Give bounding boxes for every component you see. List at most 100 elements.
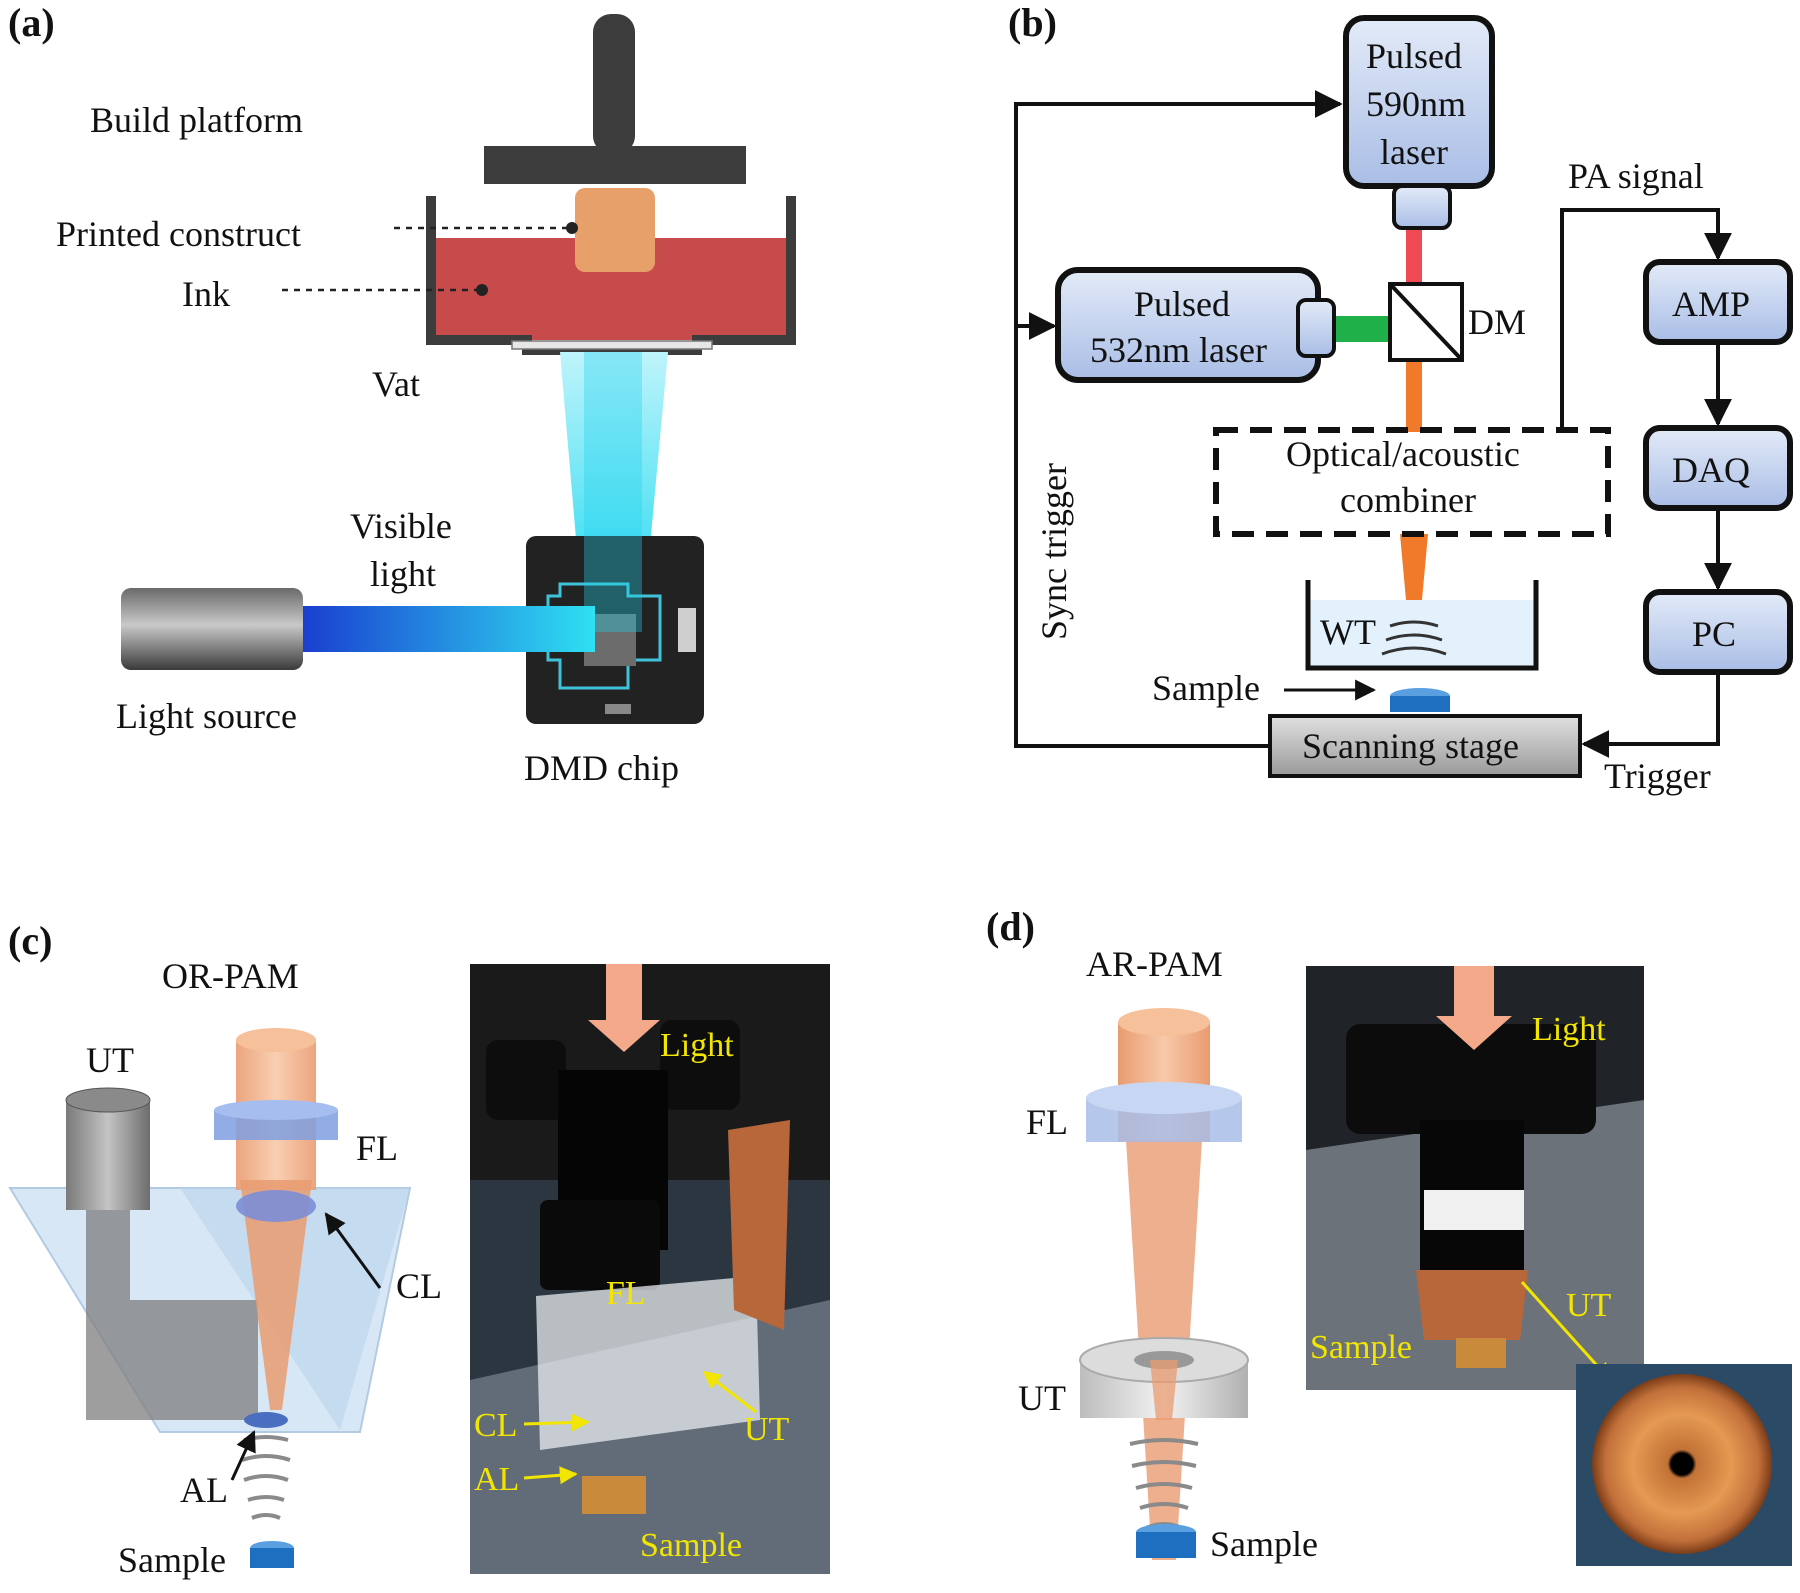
laser-532-line2: 532nm laser (1090, 330, 1267, 370)
laser-590-nozzle (1392, 184, 1452, 230)
light-source-body (121, 588, 303, 670)
laser-590-line1: Pulsed (1366, 36, 1462, 76)
ut-transducer-c (66, 1100, 150, 1210)
dichroic-diagonal (1388, 282, 1464, 362)
panel-label-a: (a) (8, 0, 55, 45)
photo-c-label-al: AL (474, 1461, 519, 1498)
label-daq: DAQ (1672, 450, 1750, 490)
photo-c-label-cl: CL (474, 1407, 517, 1444)
light-cone-c (240, 1180, 312, 1410)
photo-c-arrow-cl (523, 1413, 590, 1432)
photo-d-label-sample: Sample (1310, 1329, 1412, 1366)
vat-window (511, 340, 713, 350)
photo-d-sample (1456, 1338, 1506, 1368)
label-dm: DM (1468, 302, 1526, 342)
al-lens-c (244, 1412, 288, 1428)
label-scanning-stage: Scanning stage (1302, 726, 1519, 766)
visible-light-beam (303, 606, 595, 652)
build-platform-shaft (593, 14, 635, 154)
acoustic-path (86, 1210, 258, 1420)
photo-c-mount-right (660, 1020, 740, 1110)
photo-c-copper (728, 1120, 790, 1330)
combiner-line1: Optical/acoustic (1286, 434, 1520, 474)
label-pc: PC (1692, 614, 1736, 654)
printed-construct (575, 188, 655, 272)
photo-c-sample (582, 1476, 646, 1514)
photo-d-light-arrow-head (1436, 1016, 1512, 1050)
photo-c-holder (536, 1276, 760, 1450)
label-fl-d: FL (1026, 1102, 1068, 1142)
label-trigger: Trigger (1604, 756, 1711, 796)
photo-c-label-ut: UT (744, 1411, 790, 1448)
photo-d-label-light: Light (1532, 1011, 1606, 1048)
label-amp: AMP (1672, 284, 1750, 324)
photo-ut-inset (1576, 1364, 1792, 1566)
label-vat: Vat (372, 364, 420, 404)
build-platform-plate (484, 146, 746, 184)
laser-532-nozzle (1296, 298, 1336, 358)
beam-combined-orange (1406, 360, 1422, 432)
label-visible-2: light (370, 554, 436, 594)
fl-lens-top-d (1086, 1082, 1242, 1114)
label-printed-construct: Printed construct (56, 214, 301, 254)
light-beam-top-d (1118, 1008, 1210, 1036)
construct-leader-dot (566, 222, 578, 234)
label-sync-trigger: Sync trigger (1034, 463, 1074, 640)
label-al-c: AL (180, 1470, 228, 1510)
label-dmd-chip: DMD chip (524, 748, 679, 788)
dmd-connector (678, 608, 696, 652)
sample-c (250, 1548, 294, 1568)
photo-c-light-arrow-head (588, 1020, 660, 1052)
cl-lens-c (236, 1190, 316, 1222)
laser-590-line3: laser (1380, 132, 1448, 172)
photo-d-copper (1416, 1270, 1528, 1340)
water-tank (1305, 580, 1539, 671)
acoustic-waves-b (1381, 620, 1447, 656)
dmd-pins (605, 704, 631, 714)
label-ar-pam: AR-PAM (1086, 944, 1223, 984)
photo-d-label-ut: UT (1566, 1287, 1612, 1324)
dmd-trace (546, 582, 662, 690)
photo-c-label-sample: Sample (640, 1527, 742, 1564)
photo-c-mount-left (486, 1040, 566, 1120)
acoustic-waves-d (1129, 1438, 1199, 1530)
beam-532-green (1334, 316, 1390, 342)
label-light-source: Light source (116, 696, 297, 736)
vat-walls (426, 196, 796, 355)
panel-b: (b) Pulsed 590nm laser Pulsed 532nm lase… (1008, 0, 1793, 796)
label-cl-c: CL (396, 1266, 442, 1306)
photo-ar-pam: Light UT Sample (1306, 966, 1644, 1390)
photo-c-fl-barrel (540, 1200, 660, 1290)
photo-c-label-light: Light (660, 1027, 734, 1064)
label-fl-c: FL (356, 1128, 398, 1168)
label-sample-b: Sample (1152, 668, 1260, 708)
photo-c-light-arrow-shaft (606, 964, 642, 1022)
label-ink: Ink (182, 274, 230, 314)
beam-through-ring (1150, 1360, 1178, 1420)
panel-label-c: (c) (8, 918, 52, 963)
signal-lines (1014, 90, 1732, 758)
photo-d-light-arrow-shaft (1454, 966, 1494, 1018)
beam-590-red (1406, 228, 1422, 284)
light-beam-top-c (236, 1028, 316, 1052)
panel-a: (a) Build platform Printed construct Ink… (8, 0, 796, 788)
panel-label-d: (d) (986, 904, 1035, 949)
label-or-pam: OR-PAM (162, 956, 299, 996)
laser-590-line2: 590nm (1366, 84, 1466, 124)
combiner-line2: combiner (1340, 480, 1476, 520)
laser-532-line1: Pulsed (1134, 284, 1230, 324)
sample-b (1390, 696, 1450, 712)
label-sample-d: Sample (1210, 1524, 1318, 1564)
photo-c-arrow-al (523, 1466, 578, 1485)
photo-or-pam: Light FL CL AL UT Sample (470, 964, 830, 1574)
projection-beam-core (584, 352, 642, 632)
label-build-platform: Build platform (90, 100, 303, 140)
acoustic-waves-c (241, 1435, 291, 1520)
label-sample-c: Sample (118, 1540, 226, 1580)
photo-c-label-fl: FL (606, 1275, 646, 1312)
combiner-box (1213, 427, 1611, 537)
label-wt: WT (1320, 612, 1376, 652)
arrow-cl (324, 1212, 382, 1289)
